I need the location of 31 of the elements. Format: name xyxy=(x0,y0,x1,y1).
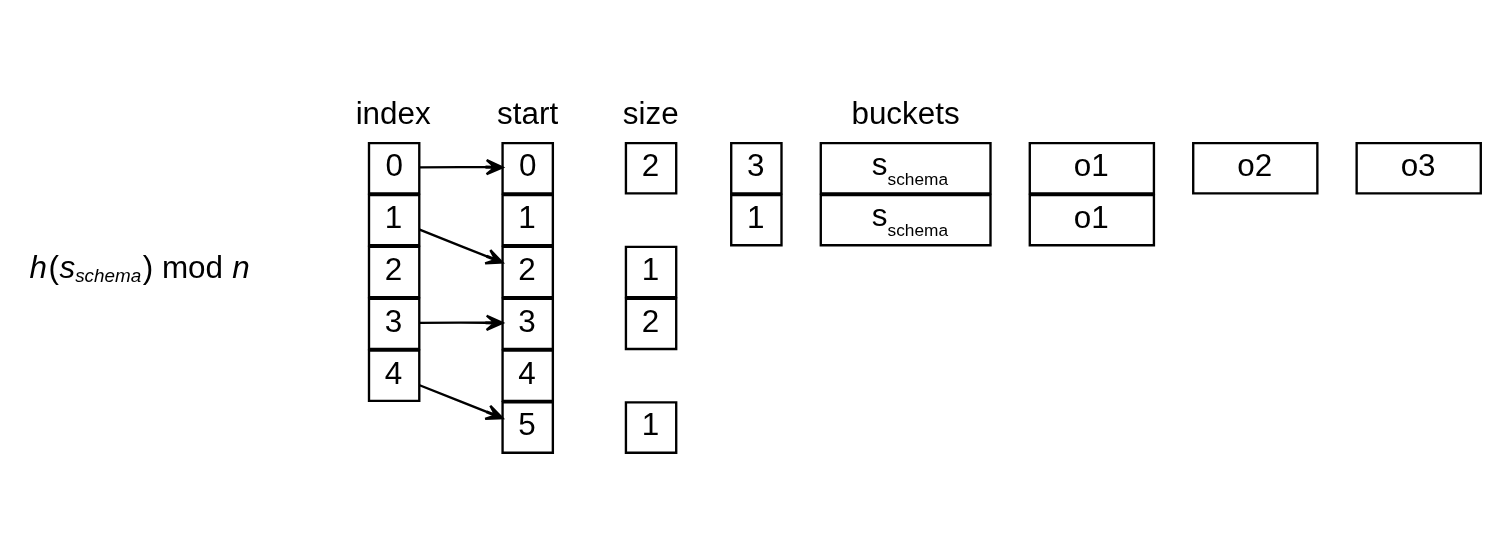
node-box: 1 xyxy=(624,400,678,454)
node-box: s$_{schema}$ xyxy=(819,193,992,246)
label: start xyxy=(497,95,559,131)
node-box: 0 xyxy=(501,141,555,195)
node-box: 3 xyxy=(501,297,555,350)
arrow xyxy=(419,314,504,331)
arrow xyxy=(419,158,504,175)
node-box: 3 xyxy=(367,297,421,350)
node-box: 2 xyxy=(624,297,678,350)
node-box: o3 xyxy=(1355,141,1482,195)
label: size xyxy=(622,95,679,131)
node-box: 4 xyxy=(367,348,421,402)
node-box: 2 xyxy=(624,141,678,195)
node-box: s$_{schema}$ xyxy=(819,141,992,195)
node-box: o1 xyxy=(1028,141,1156,195)
node-box: 0 xyxy=(367,141,421,195)
node-box: 1 xyxy=(501,193,555,246)
node-box: 1 xyxy=(730,193,783,246)
label: buckets xyxy=(851,95,960,131)
node-box: 4 xyxy=(501,348,555,402)
node-box: 3 xyxy=(730,141,783,195)
label: index xyxy=(355,95,431,131)
node-box: o2 xyxy=(1192,141,1319,195)
node-box: 1 xyxy=(367,193,421,246)
node-box: o1 xyxy=(1028,193,1156,246)
node-box: 1 xyxy=(624,245,678,298)
node-box: 2 xyxy=(367,245,421,298)
node-box: 2 xyxy=(501,245,555,298)
node-box: 5 xyxy=(501,400,555,454)
arrow xyxy=(419,383,504,420)
arrow xyxy=(419,228,504,264)
